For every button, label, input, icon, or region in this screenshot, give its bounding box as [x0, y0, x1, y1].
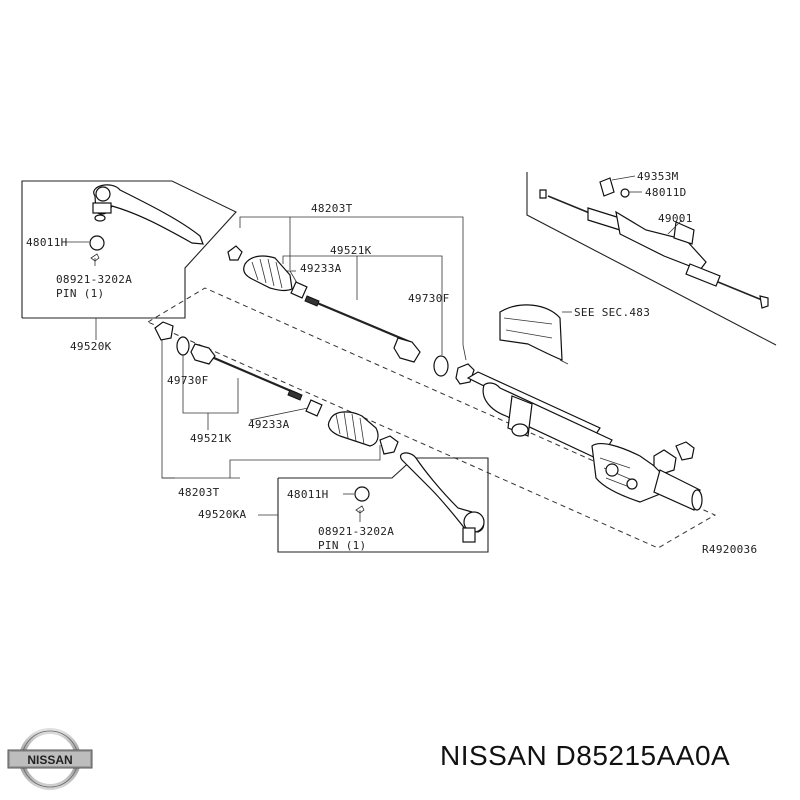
inset-gear-assembly — [526, 172, 777, 346]
label-cotter-pin-left: 08921-3202A — [318, 525, 394, 538]
steering-rack-exploded-diagram: 48011H 08921-3202A PIN (1) 49520K 48203T… — [21, 170, 777, 556]
label-tie-rod-end-left: 49520KA — [198, 508, 247, 521]
label-inner-socket-top: 49521K — [330, 244, 372, 257]
label-boot-kit-top: 48203T — [311, 202, 353, 215]
left-side-components — [154, 321, 399, 455]
callout-brackets-top — [239, 216, 464, 355]
label-lock-nut-right: 48011H — [26, 236, 68, 249]
right-side-components — [227, 245, 475, 385]
nissan-logo-graphic: NISSAN — [7, 728, 93, 790]
label-boot-kit-bottom: 48203T — [178, 486, 220, 499]
label-see-section: SEE SEC.483 — [574, 306, 650, 319]
inset-box-tie-rod-end-left — [258, 452, 489, 553]
see-section-bracket — [499, 304, 572, 365]
inset-box-tie-rod-end-right — [21, 180, 237, 319]
part-title: NISSAN D85215AA0A — [440, 740, 731, 771]
label-boot-clamp-top: 49233A — [300, 262, 342, 275]
label-inner-socket-bottom: 49521K — [190, 432, 232, 445]
callout-brackets-bottom — [161, 340, 381, 479]
steering-gear-housing — [466, 371, 703, 511]
label-bracket-inset: 49353M — [637, 170, 679, 183]
label-boot-clamp-bottom: 49233A — [248, 418, 290, 431]
label-washer-top: 49730F — [408, 292, 450, 305]
label-washer-bottom: 49730F — [167, 374, 209, 387]
logo-text: NISSAN — [27, 753, 72, 767]
label-lock-nut-left: 48011H — [287, 488, 329, 501]
label-nut-inset: 48011D — [645, 186, 687, 199]
footer: NISSAN NISSAN D85215AA0A — [0, 712, 800, 800]
nissan-logo: NISSAN — [6, 726, 94, 792]
label-gear-assy-inset: 49001 — [658, 212, 693, 225]
label-pin-qty-right: PIN (1) — [56, 287, 104, 300]
label-pin-qty-left: PIN (1) — [318, 539, 366, 552]
label-cotter-pin-right: 08921-3202A — [56, 273, 132, 286]
diagram-ref-code: R4920036 — [702, 543, 757, 556]
label-tie-rod-end-right: 49520K — [70, 340, 112, 353]
